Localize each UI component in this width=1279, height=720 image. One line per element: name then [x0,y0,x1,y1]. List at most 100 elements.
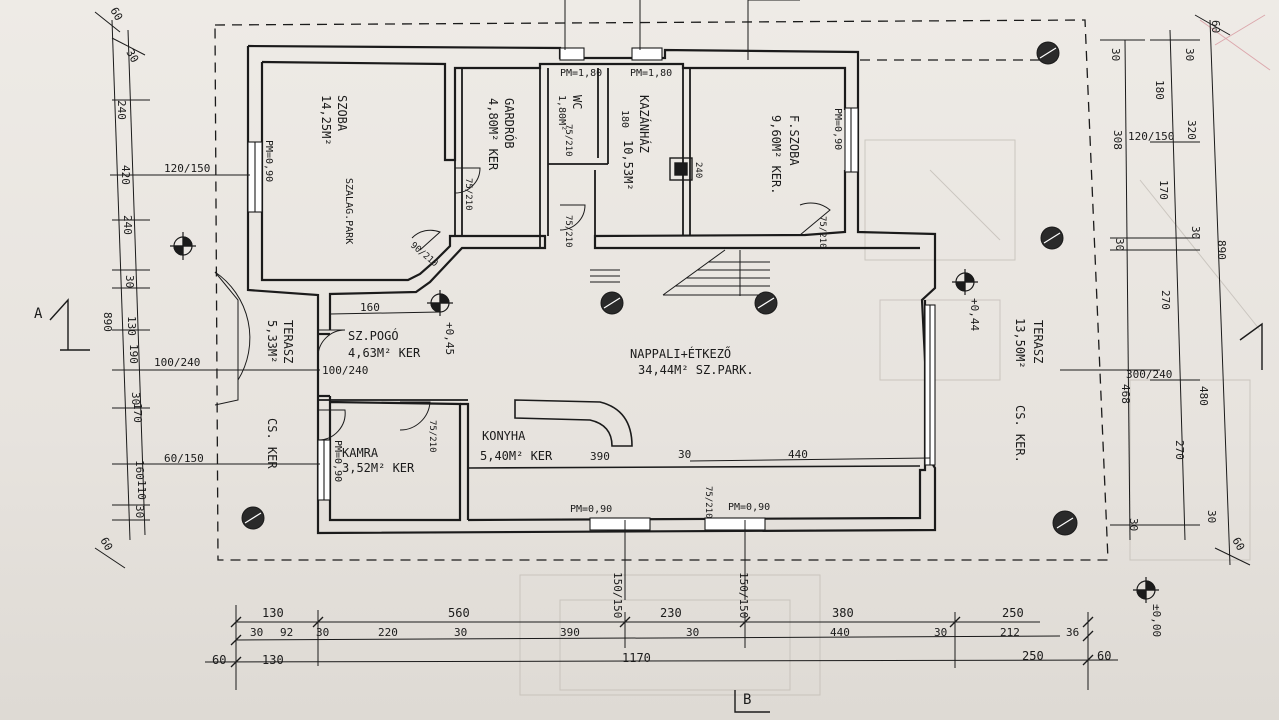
level-labels: +0,45 +0,44 ±0,00 [443,298,1163,637]
dim-value: 60 [1229,535,1247,553]
kitchen-counter [467,399,921,469]
dim-value: 75/210 [563,215,573,248]
room-nappali-area: 34,44M² SZ.PARK. [638,363,754,377]
dim-value: 390 [590,450,610,463]
wc-sill: 180 [619,110,630,128]
level-ground: ±0,00 [1150,604,1163,637]
dim-value: 230 [660,606,682,620]
dim-value: 468 [1119,384,1132,404]
room-labels: SZOBA 14,25M² SZALAG.PARK GARDRÓB 4,80M²… [265,95,1045,475]
pm-label: PM=0,90 [263,140,274,182]
column-hatch [244,47,1074,529]
dim-value: 240 [693,162,703,178]
dim-value: 30 [123,275,136,288]
room-terasz-right-name: TERASZ [1031,320,1045,363]
dim-value: 60 [107,5,125,23]
dim-value: 90/210 [408,241,439,270]
dim-value: 75/210 [427,420,437,453]
dim-value: 60 [212,653,226,667]
dim-value: 440 [830,626,850,639]
dimension-ticks [230,616,1094,668]
walls-interior [318,68,691,520]
bottom-dims-row2: 30 92 30 220 30 390 30 440 30 212 36 [250,626,1079,639]
dim-value: 92 [280,626,293,639]
room-wc-name: WC [570,95,584,109]
dim-value: 890 [101,312,114,332]
room-gardrob-area: 4,80M² KER [486,98,500,171]
room-konyha-area: 5,40M² KER [480,449,553,463]
dim-value: 75/210 [563,124,573,157]
dim-value: 270 [1173,440,1186,460]
section-markers [49,298,1263,713]
dim-value: 190 [127,344,140,364]
dim-value: 30 [133,505,146,518]
room-szoba-floor: SZALAG.PARK [343,178,354,244]
dim-value: 150/150 [611,572,624,618]
dim-value: 1170 [622,651,651,665]
ghost-red-marks [1199,14,1271,71]
dim-value: 130 [262,653,284,667]
section-b-label: B [743,692,751,708]
room-kazanhaz-name: KAZÁNHÁZ [637,95,652,153]
room-terasz-right-floor: CS. KER. [1013,405,1027,463]
room-kamra-name: KAMRA [342,446,379,460]
dim-value: 250 [1022,649,1044,663]
room-nappali-name: NAPPALI+ÉTKEZŐ [630,346,731,361]
dim-value: 30 [1127,518,1140,531]
dim-value: 300/240 [1126,368,1172,381]
dim-value: 170 [131,403,144,423]
staircase [590,249,770,296]
room-szpogo-area: 4,63M² KER [348,346,421,360]
dim-value: 60 [97,535,115,553]
left-dims: 60 30 240 420 240 30 130 190 30 170 160 … [97,5,210,553]
dim-value: 30 [1109,48,1122,61]
room-konyha-name: KONYHA [482,429,526,443]
room-szoba-area: 14,25M² [319,95,333,146]
pm-label: PM=0,90 [332,440,343,482]
dim-value: 30 [250,626,263,639]
dim-value: 420 [119,165,132,185]
dim-value: 30 [934,626,947,639]
dim-value: 440 [788,448,808,461]
dim-value: 480 [1197,386,1210,406]
dim-value: 160 [360,301,380,314]
pm-label: PM=1,80 [560,68,602,79]
level-left: +0,45 [443,322,456,355]
dim-value: 60/150 [164,452,204,465]
dim-value: 160 [133,460,146,480]
dim-value: 130 [262,606,284,620]
dim-value: 240 [115,100,128,120]
room-terasz-left-area: 5,33M² [265,320,279,363]
section-labels: A B [34,306,751,708]
dim-value: 110 [135,480,148,500]
dim-value: 250 [1002,606,1024,620]
roof-outline-dashed [214,19,1109,561]
windows [247,47,936,531]
dim-value: 30 [1189,226,1202,239]
dim-value: 120/150 [164,162,210,175]
dim-value: 130 [125,316,138,336]
dim-value: 30 [454,626,467,639]
room-terasz-right-area: 13,50M² [1013,318,1027,369]
pm-label: PM=0,90 [728,502,770,513]
dim-value: 60 [1209,20,1222,33]
room-fszoba-area: 9,60M² KER. [769,115,783,194]
level-markers [170,232,1159,603]
dim-value: 890 [1215,240,1228,260]
dim-value: 36 [1066,626,1079,639]
dim-value: 30 [1205,510,1218,523]
dim-value: 212 [1000,626,1020,639]
pm-label: PM=1,80 [630,68,672,79]
level-right: +0,44 [968,298,981,331]
dim-value: 30 [1183,48,1196,61]
dim-value: 270 [1159,290,1172,310]
dim-value: 380 [832,606,854,620]
dim-value: 100/240 [322,364,368,377]
dim-value: 75/210 [703,486,713,519]
dim-value: 30 [678,448,691,461]
room-kamra-area: 3,52M² KER [342,461,415,475]
room-szpogo-name: SZ.POGÓ [348,328,399,343]
bottom-dims-row1: 130 560 230 380 250 [262,606,1024,620]
room-terasz-left-name: TERASZ [281,320,295,363]
